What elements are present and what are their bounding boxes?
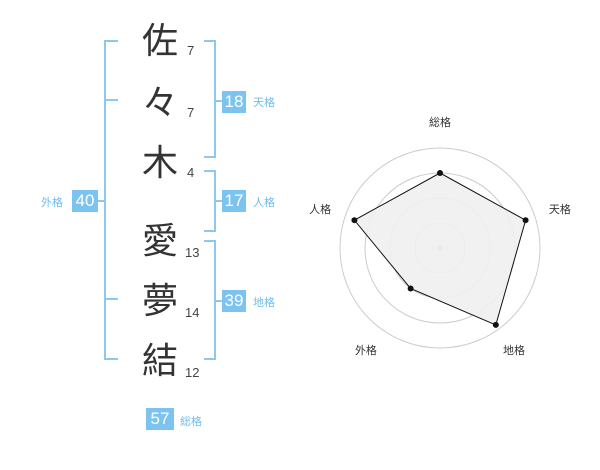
radar-score-polygon (353, 172, 527, 326)
chikaku-label: 地格 (253, 296, 275, 309)
radar-point (522, 217, 529, 224)
soukaku-score: 57 (146, 408, 174, 430)
radar-axis-label: 人格 (309, 202, 331, 216)
radar-ring (339, 147, 541, 349)
name-char-5: 夢 (141, 281, 178, 322)
chikaku-score: 39 (222, 290, 246, 312)
jinkaku-label: 人格 (253, 196, 275, 209)
radar-axis-label: 地格 (503, 343, 525, 357)
radar-point (437, 170, 443, 176)
radar-axis-label: 総格 (429, 115, 451, 129)
radar-point (351, 217, 358, 224)
tenkaku-score: 18 (222, 91, 246, 113)
tenkaku-label: 天格 (253, 96, 275, 109)
radar-axis-label: 天格 (549, 202, 571, 216)
radar-point (492, 321, 499, 328)
name-char-4: 愛 (141, 221, 178, 262)
stroke-count-3: 4 (187, 165, 195, 180)
name-char-6: 結 (141, 341, 178, 382)
gaikaku-label: 外格 (41, 196, 63, 209)
soukaku-label: 総格 (180, 415, 202, 428)
name-char-1: 佐 (141, 21, 178, 62)
name-char-2: 々 (141, 83, 178, 124)
radar-axis-label: 外格 (355, 343, 377, 357)
stroke-count-4: 13 (185, 245, 200, 260)
name-char-3: 木 (141, 143, 178, 184)
radar-point (407, 285, 414, 292)
stroke-count-5: 14 (185, 305, 200, 320)
stroke-count-2: 7 (187, 105, 195, 120)
gaikaku-score: 40 (72, 190, 98, 212)
jinkaku-score: 17 (222, 190, 246, 212)
stroke-count-6: 12 (185, 365, 200, 380)
stroke-count-1: 7 (187, 43, 195, 58)
